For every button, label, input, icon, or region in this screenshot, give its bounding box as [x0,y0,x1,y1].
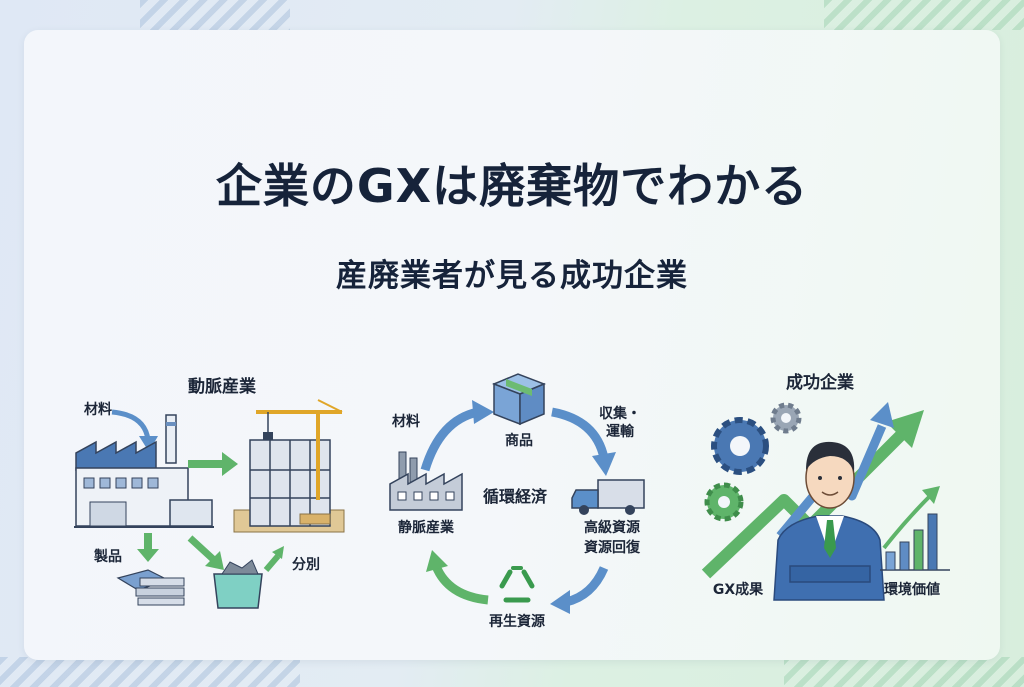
sort-arrow-head [272,546,284,559]
decor-stripes-top-right [824,0,1024,30]
goods-label: 商品 [505,432,533,449]
construction-building-icon [233,399,345,533]
businessman-avatar [773,441,885,601]
success-heading: 成功企業 [786,372,854,393]
venous-industry-label: 静脈産業 [398,519,455,536]
recycled-resource-label: 再生資源 [489,613,545,630]
blue-growth-arrow-head [870,402,894,428]
cycle-arrow-goods-to-collection [551,407,609,460]
cycle-arrow-recycled-to-venous [431,564,489,605]
venous-factory-icon [389,451,463,511]
product-label: 製品 [93,548,122,565]
factory-to-building-arrow [188,452,238,476]
cycle-arrow-recovery-to-recycled [564,566,609,607]
recycle-icon [499,566,535,603]
cycle-arrow-material-to-goods [420,407,480,472]
truck-icon [571,479,645,515]
cycle-arrow-head-3 [550,590,570,614]
factory-icon [74,414,214,528]
gear-icon-green [704,482,744,522]
arterial-heading: 動脈産業 [188,376,256,397]
recovery-label-2: 資源回復 [584,539,641,556]
left-material-label: 材料 [84,401,112,418]
subtitle: 産廃業者が見る成功企業 [336,258,688,294]
environment-bar-chart-icon [880,486,950,571]
material-to-factory-arrow [111,409,151,441]
cycle-arrow-head-2 [592,452,616,476]
gx-growth-arrow-head [886,410,924,448]
main-title: 企業のGXは廃棄物でわかる [215,159,809,213]
cycle-arrow-head-1 [472,400,494,424]
collection-label-1: 収集・ [599,405,641,422]
recycling-bin-icon [213,559,263,609]
decor-stripes-bottom-right [784,657,1024,687]
decor-stripes-bottom-left [0,657,300,687]
factory-to-product-arrow [137,533,159,562]
gear-icon-small-top [770,402,802,434]
center-material-label: 材料 [392,413,420,430]
factory-to-bin-arrow [187,535,217,563]
successful-company-panel: 成功企業 [701,372,950,601]
recovery-label-1: 高級資源 [584,519,640,536]
bin-to-sort-arrow [263,554,281,572]
gx-result-label: GX成果 [713,581,764,598]
material-arrow-head [139,436,158,452]
bin-arrow-head [205,551,224,570]
collection-label-2: 運輸 [606,423,635,440]
decor-stripes-top-left [140,0,290,30]
sorting-label: 分別 [292,557,320,573]
circular-economy-label: 循環経済 [483,487,548,506]
goods-box-icon [491,373,547,426]
gear-icon-large [711,417,769,475]
circular-economy-panel: 材料 商品 収集・ 運輸 循環経済 [389,373,645,630]
cycle-arrow-head-4 [426,550,448,572]
arterial-industry-panel: 動脈産業 材料 [74,376,345,609]
environment-value-label: 環境価値 [884,581,940,598]
product-stack-icon [116,569,185,606]
